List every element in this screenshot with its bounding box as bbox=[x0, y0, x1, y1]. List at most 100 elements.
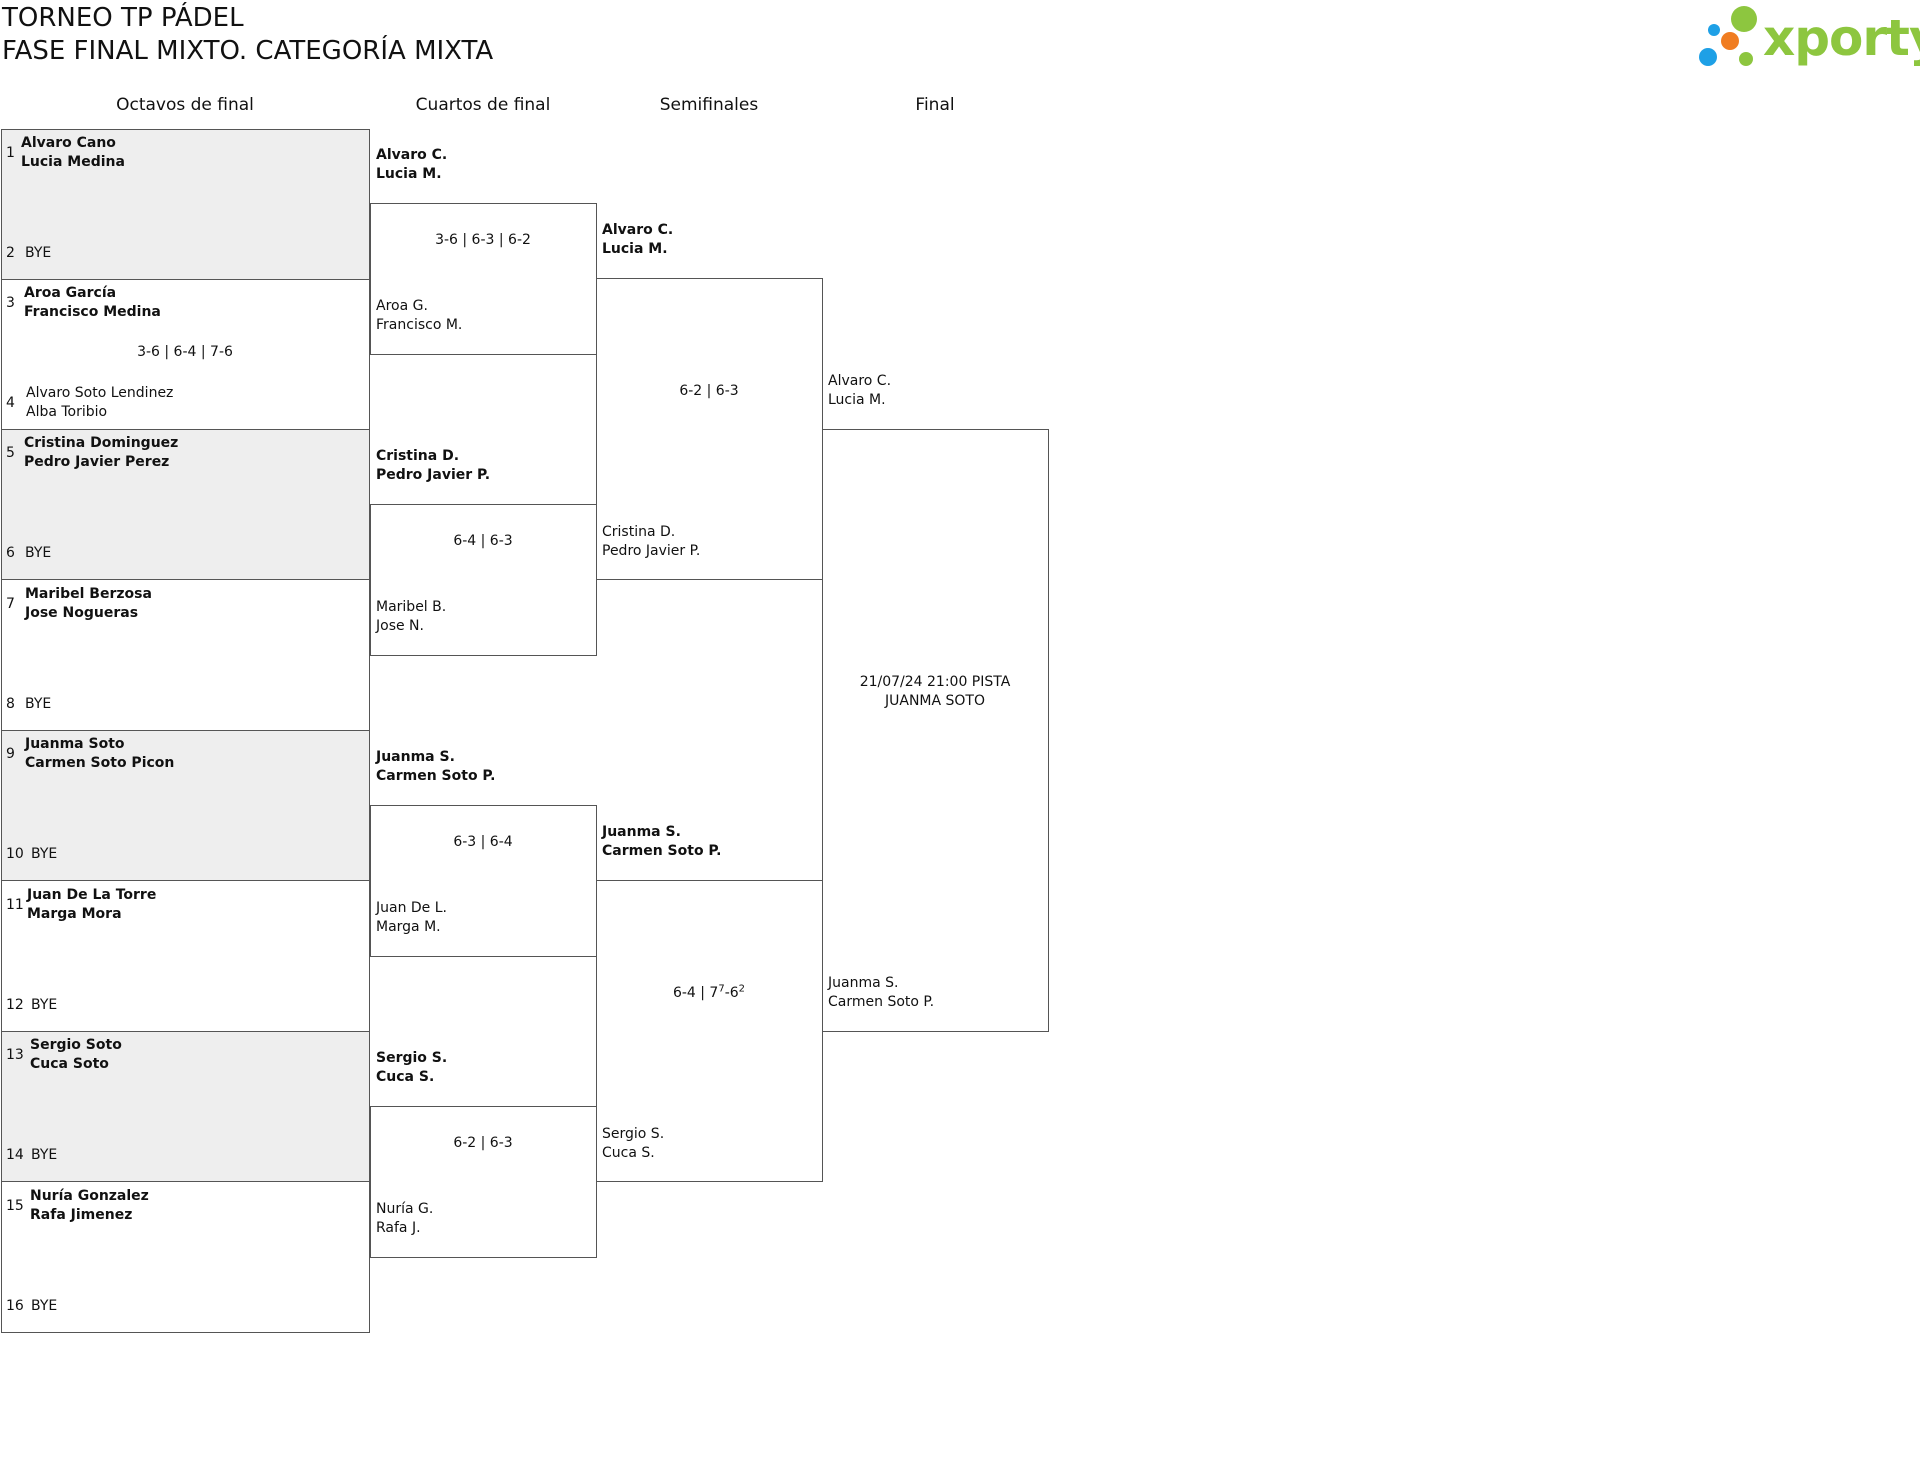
logo-dot-blue bbox=[1699, 48, 1717, 66]
player-name: Alba Toribio bbox=[26, 404, 108, 420]
match-score: 6-3 | 6-4 bbox=[453, 834, 513, 850]
seed-number: 14 bbox=[6, 1147, 24, 1163]
match-score: 6-4 | 77-62 bbox=[596, 983, 822, 1001]
tournament-subtitle: FASE FINAL MIXTO. CATEGORÍA MIXTA bbox=[2, 36, 494, 66]
match-score: 6-4 | 6-3 bbox=[453, 533, 513, 549]
octavos-match-3 bbox=[1, 429, 370, 580]
player-name: Sergio S. bbox=[376, 1050, 448, 1066]
logo-dot-green-small bbox=[1739, 52, 1753, 66]
seed-number: 13 bbox=[6, 1047, 24, 1063]
cuartos-match-4 bbox=[370, 1106, 597, 1258]
player-name: Jose N. bbox=[376, 618, 424, 634]
tournament-title: TORNEO TP PÁDEL bbox=[2, 3, 244, 33]
player-name: Pedro Javier Perez bbox=[24, 454, 170, 470]
logo-dot-green bbox=[1731, 6, 1757, 32]
seed-number: 4 bbox=[6, 395, 15, 411]
player-name: Pedro Javier P. bbox=[602, 543, 701, 559]
player-name: Carmen Soto P. bbox=[376, 768, 496, 784]
player-name: Marga M. bbox=[376, 919, 441, 935]
seed-number: 3 bbox=[6, 295, 15, 311]
seed-number: 10 bbox=[6, 846, 24, 862]
player-name: Nuría Gonzalez bbox=[30, 1188, 149, 1204]
player-name: Francisco M. bbox=[376, 317, 463, 333]
player-name: Cristina D. bbox=[376, 448, 460, 464]
seed-number: 2 bbox=[6, 245, 15, 261]
seed-number: 9 bbox=[6, 746, 15, 762]
seed-number: 11 bbox=[6, 897, 24, 913]
cuartos-match-2 bbox=[370, 504, 597, 656]
bye-label: BYE bbox=[31, 1298, 58, 1314]
seed-number: 15 bbox=[6, 1198, 24, 1214]
bye-label: BYE bbox=[25, 696, 52, 712]
xporty-logo: xporty bbox=[1695, 4, 1920, 72]
player-name: Maribel B. bbox=[376, 599, 447, 615]
player-name: Sergio Soto bbox=[30, 1037, 122, 1053]
round-header-semis: Semifinales bbox=[659, 95, 759, 115]
octavos-match-8 bbox=[1, 1181, 370, 1333]
final-match bbox=[822, 429, 1049, 1032]
player-name: Aroa G. bbox=[376, 298, 428, 314]
player-name: Carmen Soto P. bbox=[602, 843, 722, 859]
octavos-match-1 bbox=[1, 129, 370, 280]
match-score: 6-2 | 6-3 bbox=[453, 1135, 513, 1151]
tiebreak-superscript: 7 bbox=[718, 983, 725, 995]
round-header-final: Final bbox=[915, 95, 955, 115]
round-header-octavos: Octavos de final bbox=[116, 95, 254, 115]
player-name: Marga Mora bbox=[27, 906, 122, 922]
bye-label: BYE bbox=[31, 846, 58, 862]
player-name: Rafa Jimenez bbox=[30, 1207, 133, 1223]
octavos-match-5 bbox=[1, 730, 370, 881]
seed-number: 5 bbox=[6, 445, 15, 461]
player-name: Juanma Soto bbox=[25, 736, 125, 752]
player-name: Jose Nogueras bbox=[25, 605, 139, 621]
player-name: Sergio S. bbox=[602, 1126, 665, 1142]
player-name: Juanma S. bbox=[602, 824, 681, 840]
player-name: Alvaro Cano bbox=[21, 135, 116, 151]
bye-label: BYE bbox=[25, 545, 52, 561]
seed-number: 6 bbox=[6, 545, 15, 561]
player-name: Alvaro C. bbox=[828, 373, 892, 389]
final-schedule: 21/07/24 21:00 PISTA JUANMA SOTO bbox=[859, 674, 1011, 709]
player-name: Alvaro C. bbox=[376, 147, 448, 163]
player-name: Juan De L. bbox=[376, 900, 447, 916]
bye-label: BYE bbox=[31, 1147, 58, 1163]
player-name: Lucia M. bbox=[828, 392, 886, 408]
bye-label: BYE bbox=[31, 997, 58, 1013]
match-score: 3-6 | 6-3 | 6-2 bbox=[435, 232, 531, 248]
seed-number: 12 bbox=[6, 997, 24, 1013]
tiebreak-superscript: 2 bbox=[738, 983, 746, 995]
bye-label: BYE bbox=[25, 245, 52, 261]
logo-dot-blue-small bbox=[1708, 24, 1720, 36]
player-name: Alvaro Soto Lendinez bbox=[26, 385, 174, 401]
match-score: 3-6 | 6-4 | 7-6 bbox=[137, 344, 233, 360]
player-name: Lucia Medina bbox=[21, 154, 125, 170]
player-name: Cristina D. bbox=[602, 524, 676, 540]
player-name: Cuca Soto bbox=[30, 1056, 109, 1072]
player-name: Carmen Soto Picon bbox=[25, 755, 175, 771]
player-name: Cuca S. bbox=[602, 1145, 655, 1161]
player-name: Lucia M. bbox=[602, 241, 668, 257]
player-name: Pedro Javier P. bbox=[376, 467, 491, 483]
player-name: Juanma S. bbox=[376, 749, 455, 765]
score-text: 6-4 | 7 bbox=[672, 985, 719, 1001]
seed-number: 16 bbox=[6, 1298, 24, 1314]
seed-number: 7 bbox=[6, 596, 15, 612]
round-header-cuartos: Cuartos de final bbox=[415, 95, 551, 115]
player-name: Cristina Dominguez bbox=[24, 435, 179, 451]
player-name: Carmen Soto P. bbox=[828, 994, 935, 1010]
logo-dot-orange bbox=[1721, 32, 1739, 50]
player-name: Francisco Medina bbox=[24, 304, 161, 320]
score-text: -6 bbox=[724, 985, 739, 1001]
player-name: Juanma S. bbox=[828, 975, 899, 991]
player-name: Cuca S. bbox=[376, 1069, 435, 1085]
player-name: Nuría G. bbox=[376, 1201, 434, 1217]
player-name: Alvaro C. bbox=[602, 222, 674, 238]
octavos-match-7 bbox=[1, 1031, 370, 1182]
match-score: 6-2 | 6-3 bbox=[679, 383, 739, 399]
logo-text: xporty bbox=[1763, 9, 1920, 67]
player-name: Juan De La Torre bbox=[27, 887, 157, 903]
seed-number: 1 bbox=[6, 145, 15, 161]
player-name: Rafa J. bbox=[376, 1220, 421, 1236]
player-name: Aroa García bbox=[24, 285, 117, 301]
player-name: Lucia M. bbox=[376, 166, 442, 182]
